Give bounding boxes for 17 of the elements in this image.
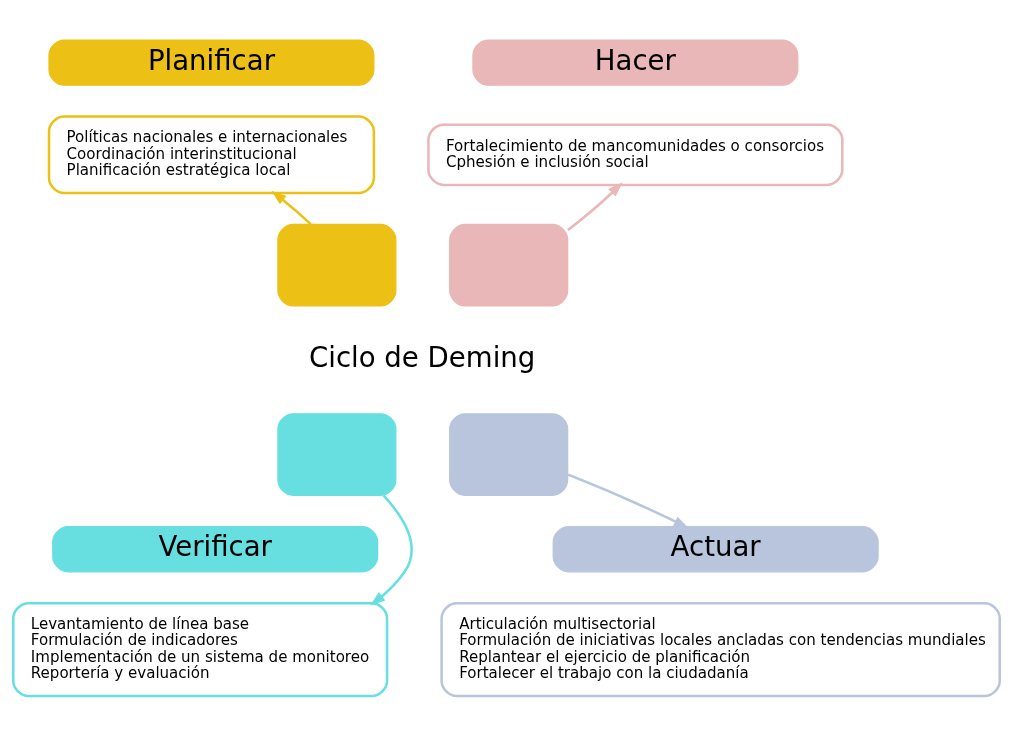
arrow: [567, 473, 689, 528]
node-box: Verificar: [52, 525, 379, 572]
node-arc: [277, 223, 397, 307]
node-box: Hacer: [472, 38, 799, 86]
arrow: [567, 181, 623, 231]
node-box: Políticas nacionales e internacionales Coordinación interinstitucional Planificación estratégica local: [47, 114, 376, 194]
node-arc: [277, 412, 397, 496]
arrow: [271, 190, 312, 225]
node-box: Planificar: [48, 38, 375, 86]
node-box: Actuar: [552, 525, 879, 572]
arrow: [370, 494, 413, 605]
node-box: Articulación multisectorial Formulación de iniciativas locales ancladas con tendencias mundiales Replantear el ejercicio de planificación Fortalecer el trabajo con la ciudadanía: [440, 601, 1001, 697]
node-arc: [449, 223, 569, 307]
node-box: Fortalecimiento de mancomunidades o consorcios Cphesión e inclusión social: [427, 122, 844, 186]
node-arc: [449, 412, 569, 496]
node-text: Ciclo de Deming: [308, 340, 536, 374]
node-box: Levantamiento de línea base Formulación de indicadores Implementación de un sistema de monitoreo Reportería y evaluación: [12, 601, 389, 697]
